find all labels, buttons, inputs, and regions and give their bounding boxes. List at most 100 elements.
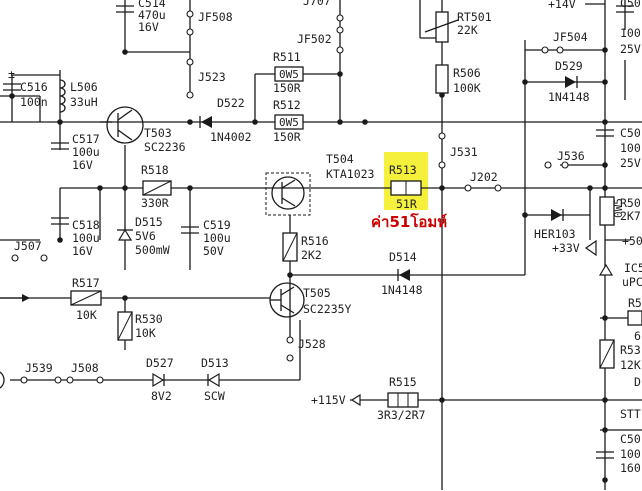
c514-capacitor: C514 470u 16V <box>116 0 166 34</box>
svg-text:J707: J707 <box>303 0 331 8</box>
svg-text:1N4148: 1N4148 <box>548 90 590 104</box>
r530-resistor: R530 10K <box>117 311 163 341</box>
junction-dots <box>9 47 608 483</box>
svg-text:D514: D514 <box>389 250 417 264</box>
svg-text:+14V: +14V <box>548 0 576 11</box>
svg-text:R515: R515 <box>389 375 417 389</box>
svg-text:2K2: 2K2 <box>301 248 322 262</box>
svg-text:0W5: 0W5 <box>279 68 299 81</box>
svg-text:J508: J508 <box>71 361 99 375</box>
d514-diode: D514 1N4148 <box>381 250 423 297</box>
svg-text:JF502: JF502 <box>297 32 332 46</box>
svg-text:22K: 22K <box>457 23 478 37</box>
plus33v-rail: +33V +50 <box>552 234 642 257</box>
svg-text:R513: R513 <box>389 163 417 177</box>
svg-text:T503: T503 <box>144 126 172 140</box>
svg-text:D513: D513 <box>201 356 229 370</box>
svg-text:C514: C514 <box>138 0 166 10</box>
r513-resistor: R513 51R <box>389 163 422 211</box>
svg-text:1N4002: 1N4002 <box>210 130 252 144</box>
left-ground-markers <box>39 96 101 240</box>
jf508-jumper: JF508 <box>186 10 233 36</box>
svg-text:C50: C50 <box>620 0 641 10</box>
r511-resistor: 0W5 R511 150R <box>273 50 304 95</box>
svg-text:470u: 470u <box>138 8 166 22</box>
t504-transistor: T504 KTA1023 <box>265 152 375 216</box>
svg-text:150R: 150R <box>273 81 301 95</box>
r5a-resistor: R5 6 <box>627 296 642 343</box>
svg-text:100: 100 <box>620 141 641 155</box>
svg-text:C50: C50 <box>620 432 641 446</box>
svg-text:100u: 100u <box>72 145 100 159</box>
l506-inductor: L506 33uH <box>59 79 98 113</box>
svg-text:2K7: 2K7 <box>620 209 641 223</box>
svg-text:0W5: 0W5 <box>612 198 625 218</box>
svg-text:50V: 50V <box>203 244 224 258</box>
svg-text:R50: R50 <box>620 196 641 210</box>
svg-text:C516: C516 <box>20 80 48 94</box>
svg-text:RT501: RT501 <box>457 10 492 24</box>
j507-jumper: J507 <box>11 239 48 262</box>
t505-transistor: T505 SC2235Y <box>269 282 352 318</box>
svg-text:J536: J536 <box>557 149 585 163</box>
svg-text:D: D <box>634 375 641 389</box>
j202-jumper: J202 <box>464 170 502 192</box>
svg-text:+115V: +115V <box>311 393 346 407</box>
svg-text:J507: J507 <box>14 239 42 253</box>
svg-text:R518: R518 <box>141 163 169 177</box>
svg-text:R5: R5 <box>628 296 642 310</box>
svg-text:L506: L506 <box>70 80 98 94</box>
d513-diode: D513 SCW <box>201 356 229 403</box>
c516-capacitor: C516 100n ± <box>3 67 48 109</box>
svg-text:100u: 100u <box>203 231 231 245</box>
svg-text:R511: R511 <box>273 50 301 64</box>
r517-resistor: R517 10K <box>0 276 102 322</box>
svg-text:uPC: uPC <box>622 275 642 289</box>
svg-text:C518: C518 <box>72 218 100 232</box>
c517-capacitor: C517 100u 16V <box>51 132 100 172</box>
svg-text:R517: R517 <box>72 276 100 290</box>
svg-text:HER103: HER103 <box>534 227 576 241</box>
svg-text:100n: 100n <box>20 95 48 109</box>
her103-diode: HER103 <box>525 209 590 241</box>
j707-jumper: J707 JF502 <box>297 0 344 54</box>
svg-text:J528: J528 <box>298 337 326 351</box>
svg-text:J531: J531 <box>450 145 478 159</box>
svg-text:25V: 25V <box>620 156 641 170</box>
j539-jumper: J539 J508 <box>0 361 104 389</box>
svg-text:JF504: JF504 <box>553 30 588 44</box>
svg-text:J202: J202 <box>470 170 498 184</box>
svg-text:D527: D527 <box>146 356 174 370</box>
svg-text:R516: R516 <box>301 234 329 248</box>
svg-text:STT: STT <box>620 407 641 421</box>
r53-resistor: R53 12K D <box>599 339 641 389</box>
svg-text:SC2236: SC2236 <box>144 140 186 154</box>
svg-text:51R: 51R <box>396 197 417 211</box>
svg-text:500mW: 500mW <box>135 243 170 257</box>
svg-text:R506: R506 <box>453 66 481 80</box>
jf504-jumper: JF504 <box>541 30 588 54</box>
svg-text:100K: 100K <box>453 81 481 95</box>
r50x-resistor: 0W5 R50 2K7 <box>599 196 641 226</box>
svg-text:+33V: +33V <box>552 241 580 255</box>
c50a-capacitor: C50 100 25V <box>616 0 641 56</box>
svg-text:12K: 12K <box>620 358 641 372</box>
svg-text:J539: J539 <box>25 361 53 375</box>
c519-capacitor: C519 100u 50V <box>181 218 231 258</box>
svg-text:R530: R530 <box>135 312 163 326</box>
t503-transistor: T503 SC2236 <box>106 106 186 154</box>
svg-text:R53: R53 <box>620 343 641 357</box>
svg-text:5V6: 5V6 <box>135 229 156 243</box>
svg-text:0W5: 0W5 <box>279 116 299 129</box>
svg-text:JF508: JF508 <box>198 10 233 24</box>
svg-text:3R3/2R7: 3R3/2R7 <box>377 408 426 422</box>
svg-text:+50: +50 <box>622 234 642 248</box>
ic5-regulator: IC5 uPC <box>598 261 642 289</box>
j528-jumper: J528 <box>286 336 326 362</box>
r513-value-note: ค่า51โอมห์ <box>371 212 447 231</box>
svg-text:100: 100 <box>620 26 641 40</box>
svg-text:100: 100 <box>620 447 641 461</box>
r515-resistor: R515 3R3/2R7 <box>377 375 426 422</box>
svg-text:C517: C517 <box>72 132 100 146</box>
